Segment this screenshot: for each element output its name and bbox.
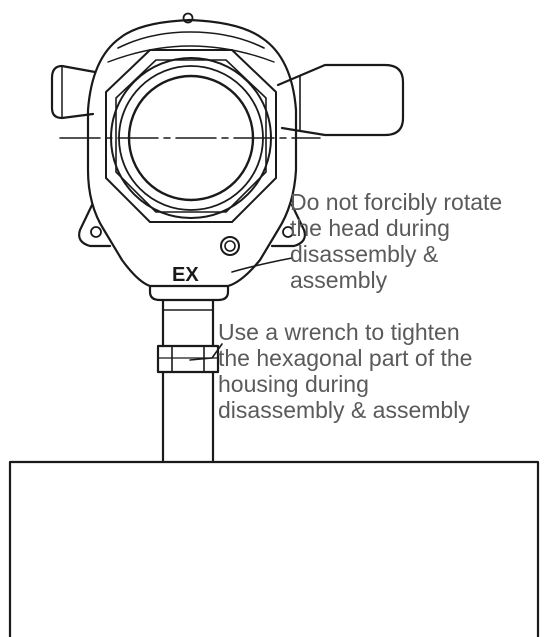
stem [161, 370, 215, 464]
front-cover-outer [105, 49, 277, 223]
note-head-rotation: Do not forcibly rotate the head during d… [290, 189, 502, 293]
left-ear [78, 203, 112, 248]
leader-line-hexagon [189, 343, 223, 361]
note-head-rotation-line-3: disassembly & [290, 241, 439, 267]
right-ear [270, 203, 306, 248]
note-head-rotation-line-2: the head during [290, 215, 450, 241]
leader-line-head [231, 257, 293, 273]
ex-marking: EX [172, 264, 199, 286]
note-head-rotation-line-1: Do not forcibly rotate [290, 189, 503, 215]
note-wrench-line-3: housing during [218, 371, 369, 397]
note-wrench-line-1: Use a wrench to tighten [218, 319, 460, 345]
neck [148, 284, 230, 302]
note-head-rotation-line-4: assembly [290, 267, 388, 293]
note-wrench-line-2: the hexagonal part of the [218, 345, 473, 371]
coupling-upper [161, 298, 215, 348]
base-box [8, 460, 540, 637]
right-cable-entry [276, 63, 405, 137]
ground-screw [220, 236, 240, 256]
housing-shell [86, 18, 298, 288]
note-wrench-line-4: disassembly & assembly [218, 397, 470, 423]
hexagon-part [156, 344, 220, 374]
top-lock-screw [182, 12, 194, 24]
note-wrench-tighten: Use a wrench to tighten the hexagonal pa… [218, 319, 472, 423]
left-cable-entry [50, 64, 97, 120]
